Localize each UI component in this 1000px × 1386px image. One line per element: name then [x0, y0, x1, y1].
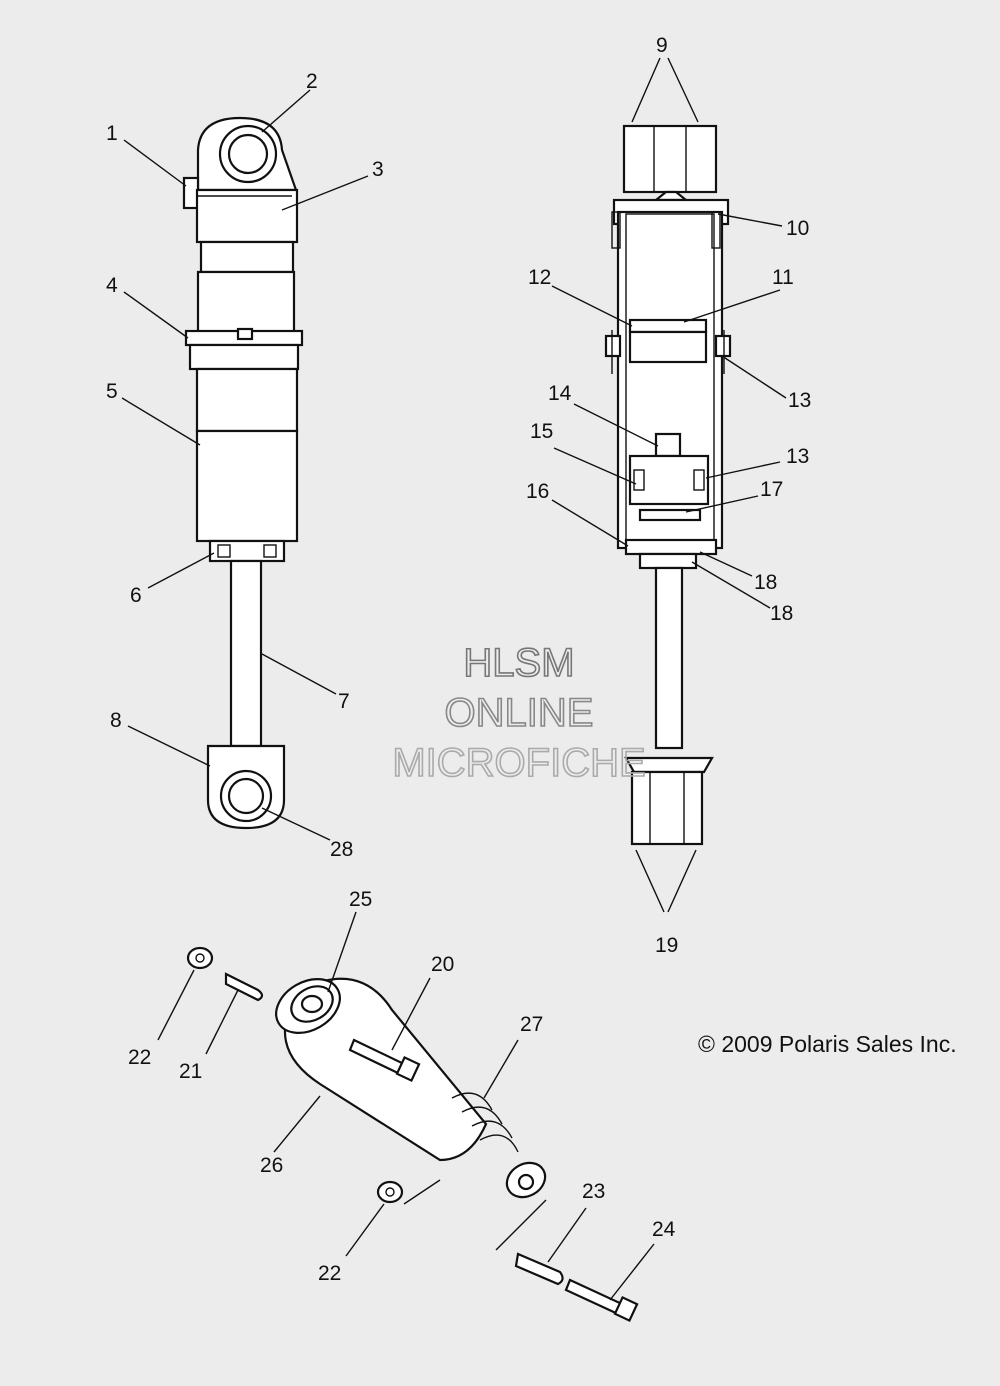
callout-26: 26 — [260, 1154, 283, 1177]
callout-21: 21 — [179, 1060, 202, 1083]
left-leaders — [121, 89, 369, 841]
callout-25: 25 — [349, 888, 372, 911]
callout-5: 5 — [106, 380, 118, 403]
callout-4: 4 — [106, 274, 118, 297]
watermark-line-3: MICROFICHE — [392, 741, 645, 785]
callout-19: 19 — [655, 934, 678, 957]
callout-8: 8 — [110, 709, 122, 732]
right-shock-cutaway — [604, 124, 732, 846]
callout-22b: 22 — [318, 1262, 341, 1285]
callout-14: 14 — [548, 382, 572, 405]
callout-11: 11 — [772, 266, 794, 289]
callout-17: 17 — [760, 478, 783, 501]
callout-7: 7 — [338, 690, 350, 713]
bottom-leaders — [157, 911, 655, 1301]
bottom-shock-assembly — [186, 946, 639, 1322]
callout-28: 28 — [330, 838, 353, 861]
callout-13a: 13 — [788, 389, 811, 412]
left-shock-assembly — [182, 116, 304, 830]
watermark-line-1: HLSM — [463, 641, 574, 685]
callout-24: 24 — [652, 1218, 676, 1241]
callout-18b: 18 — [770, 602, 793, 625]
callout-6: 6 — [130, 584, 142, 607]
callout-3: 3 — [372, 158, 384, 181]
callout-23: 23 — [582, 1180, 605, 1203]
callout-20: 20 — [431, 953, 454, 976]
watermark: HLSM ONLINE MICROFICHE — [392, 640, 647, 786]
callout-9: 9 — [656, 34, 668, 57]
callout-22a: 22 — [128, 1046, 151, 1069]
callout-27: 27 — [520, 1013, 543, 1036]
watermark-line-2: ONLINE — [445, 691, 594, 735]
callout-15: 15 — [530, 420, 553, 443]
callout-12: 12 — [528, 266, 551, 289]
callout-18a: 18 — [754, 571, 777, 594]
callout-2: 2 — [306, 70, 318, 93]
callout-13b: 13 — [786, 445, 809, 468]
callout-10: 10 — [786, 217, 809, 240]
copyright-notice: © 2009 Polaris Sales Inc. — [698, 1031, 957, 1057]
callout-16: 16 — [526, 480, 549, 503]
right-leaders — [551, 57, 787, 913]
callout-1: 1 — [106, 122, 118, 145]
callout-numbers: 1 2 3 4 5 6 7 8 28 9 10 11 12 13 13 14 1… — [106, 34, 811, 1285]
